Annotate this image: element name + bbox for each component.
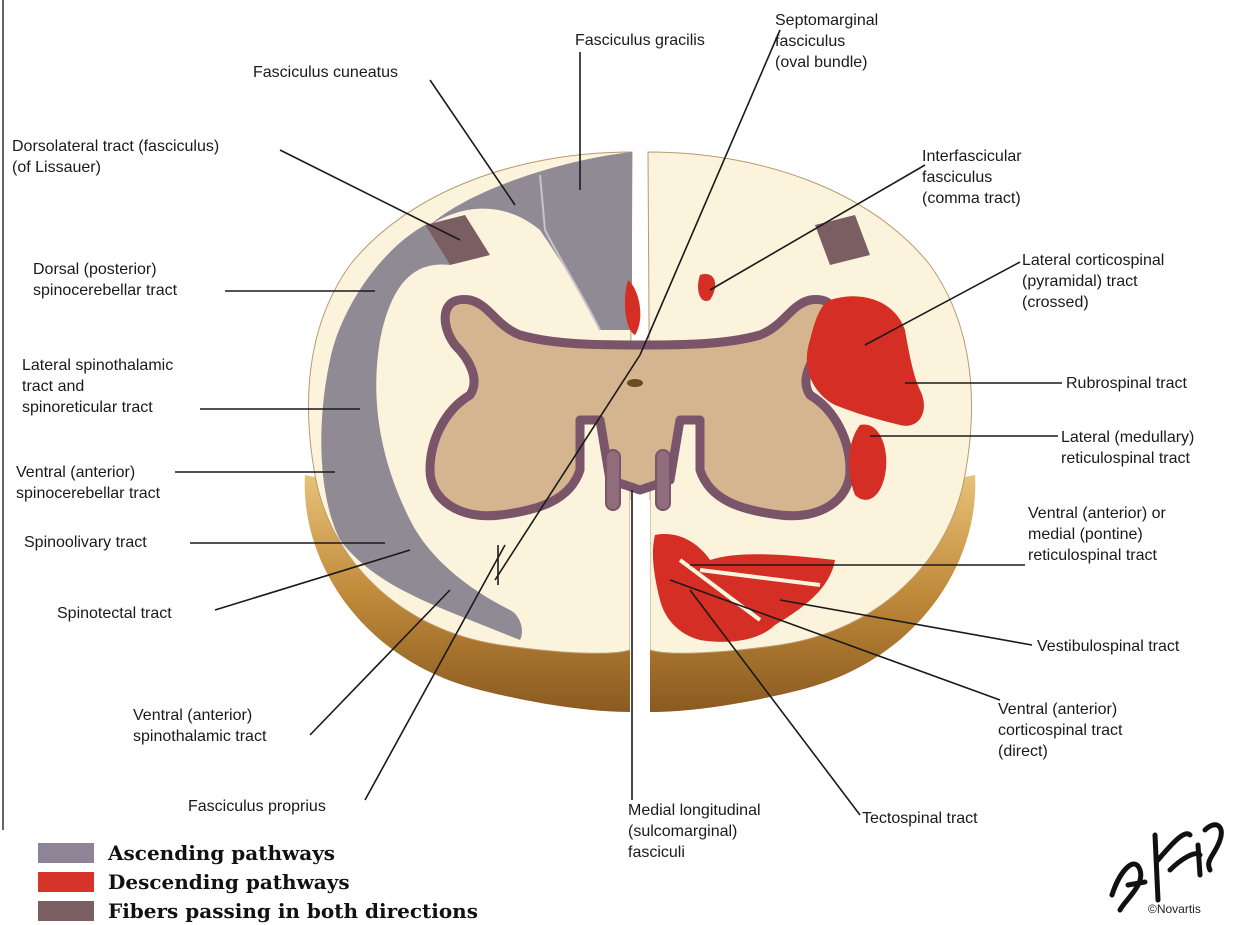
copyright-credit: ©Novartis xyxy=(1148,902,1201,916)
label-ventral-spinocerebellar-tract: Ventral (anterior) spinocerebellar tract xyxy=(16,462,160,504)
label-fasciculus-gracilis: Fasciculus gracilis xyxy=(575,30,705,51)
label-interfascicular-fasciculus: Interfascicular fasciculus (comma tract) xyxy=(922,146,1022,209)
label-medial-longitudinal-fasciculi: Medial longitudinal (sulcomarginal) fasc… xyxy=(628,800,761,863)
central-canal xyxy=(627,379,643,387)
label-dorsolateral-tract: Dorsolateral tract (fasciculus) (of Liss… xyxy=(12,136,219,178)
label-spinoolivary-tract: Spinoolivary tract xyxy=(24,532,147,553)
gray-matter xyxy=(430,299,850,515)
legend-label-descending: Descending pathways xyxy=(108,870,350,894)
label-ventral-corticospinal-tract: Ventral (anterior) corticospinal tract (… xyxy=(998,699,1123,762)
label-lateral-reticulospinal-tract: Lateral (medullary) reticulospinal tract xyxy=(1061,427,1194,469)
label-dorsal-spinocerebellar-tract: Dorsal (posterior) spinocerebellar tract xyxy=(33,259,177,301)
legend-item-descending: Descending pathways xyxy=(38,867,478,896)
label-vestibulospinal-tract: Vestibulospinal tract xyxy=(1037,636,1179,657)
legend-swatch-both xyxy=(38,901,94,921)
ventral-median-fissure xyxy=(630,500,650,712)
legend-swatch-descending xyxy=(38,872,94,892)
legend-swatch-ascending xyxy=(38,843,94,863)
legend: Ascending pathways Descending pathways F… xyxy=(38,838,478,925)
legend-label-both: Fibers passing in both directions xyxy=(108,899,478,923)
label-septomarginal-fasciculus: Septomarginal fasciculus (oval bundle) xyxy=(775,10,878,73)
label-rubrospinal-tract: Rubrospinal tract xyxy=(1066,373,1187,394)
label-tectospinal-tract: Tectospinal tract xyxy=(862,808,978,829)
legend-label-ascending: Ascending pathways xyxy=(108,841,335,865)
label-fasciculus-cuneatus: Fasciculus cuneatus xyxy=(253,62,398,83)
legend-item-both: Fibers passing in both directions xyxy=(38,896,478,925)
label-fasciculus-proprius: Fasciculus proprius xyxy=(188,796,326,817)
label-spinotectal-tract: Spinotectal tract xyxy=(57,603,172,624)
label-lateral-corticospinal-tract: Lateral corticospinal (pyramidal) tract … xyxy=(1022,250,1164,313)
label-ventral-reticulospinal-tract: Ventral (anterior) or medial (pontine) r… xyxy=(1028,503,1166,566)
label-lateral-spinothalamic-tract: Lateral spinothalamic tract and spinoret… xyxy=(22,355,173,418)
label-ventral-spinothalamic-tract: Ventral (anterior) spinothalamic tract xyxy=(133,705,266,747)
legend-item-ascending: Ascending pathways xyxy=(38,838,478,867)
